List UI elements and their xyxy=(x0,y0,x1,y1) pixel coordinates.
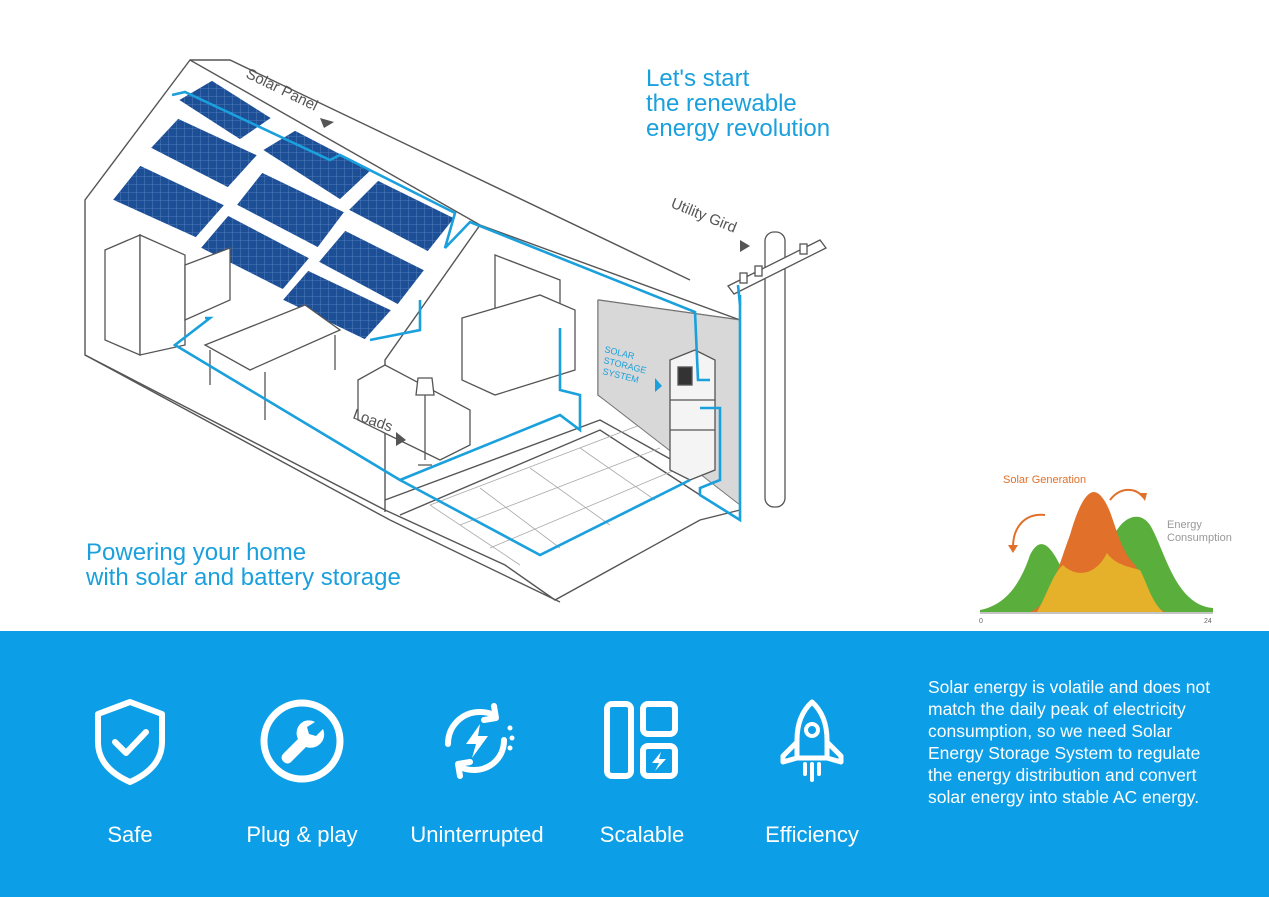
feature-label-efficiency: Efficiency xyxy=(765,822,859,847)
feature-uninterrupted: Uninterrupted xyxy=(402,696,552,847)
solar-panels xyxy=(110,79,457,341)
headline-line-2: the renewable xyxy=(646,90,797,117)
house-energy-diagram: Solar Panel Utility Gird SOLAR STORAGE S… xyxy=(84,59,827,603)
feature-band xyxy=(0,631,1269,897)
right-arrow-icon xyxy=(1109,488,1144,501)
feature-label-safe: Safe xyxy=(107,822,153,847)
energy-wiring xyxy=(171,90,742,557)
consumption-area xyxy=(980,516,1213,612)
overlap-area xyxy=(1037,553,1163,612)
feature-plug-and-play: Plug & play xyxy=(227,696,377,847)
cycle-bolt-icon xyxy=(445,703,515,779)
feature-label-plug-and-play: Plug & play xyxy=(246,822,358,847)
axis-end-label: 24 xyxy=(1204,618,1212,625)
modules-icon xyxy=(604,701,678,779)
energy-label: Energy xyxy=(1167,519,1202,531)
utility-pole xyxy=(727,231,827,508)
headline-line-1: Let's start xyxy=(646,65,750,92)
headline-line-3: energy revolution xyxy=(646,115,831,142)
floor-tiles xyxy=(429,424,676,566)
loads-pointer-icon xyxy=(396,432,406,446)
solar-panel-pointer-icon xyxy=(320,118,334,128)
consumption-label: Consumption xyxy=(1167,532,1232,544)
feature-safe: Safe xyxy=(55,696,205,847)
feature-label-uninterrupted: Uninterrupted xyxy=(410,822,544,847)
description-text: Solar energy is volatile and does not ma… xyxy=(928,677,1211,807)
storage-unit xyxy=(669,349,716,481)
axis-start-label: 0 xyxy=(979,618,983,625)
utility-grid-label: Utility Gird xyxy=(669,195,740,237)
left-arrow-icon xyxy=(1012,513,1046,548)
furniture xyxy=(104,233,576,466)
feature-label-scalable: Scalable xyxy=(599,822,685,847)
left-arrowhead-icon xyxy=(1008,545,1018,553)
shield-check-icon xyxy=(95,699,165,785)
subtitle-line-2: with solar and battery storage xyxy=(86,564,401,591)
solar-generation-label: Solar Generation xyxy=(1003,474,1086,486)
feature-efficiency: Efficiency xyxy=(737,696,887,847)
storage-pointer-icon xyxy=(655,378,662,392)
generation-consumption-curve: Solar Generation Energy Consumption 0 24 xyxy=(979,474,1232,625)
right-arrowhead-icon xyxy=(1139,493,1147,501)
wrench-icon xyxy=(260,699,344,783)
feature-scalable: Scalable xyxy=(567,696,717,847)
headline-tagline: Let's start the renewable energy revolut… xyxy=(646,66,830,141)
utility-grid-pointer-icon xyxy=(740,240,750,252)
subtitle-tagline: Powering your home with solar and batter… xyxy=(86,540,401,590)
rocket-icon xyxy=(780,699,844,782)
subtitle-line-1: Powering your home xyxy=(86,539,307,566)
